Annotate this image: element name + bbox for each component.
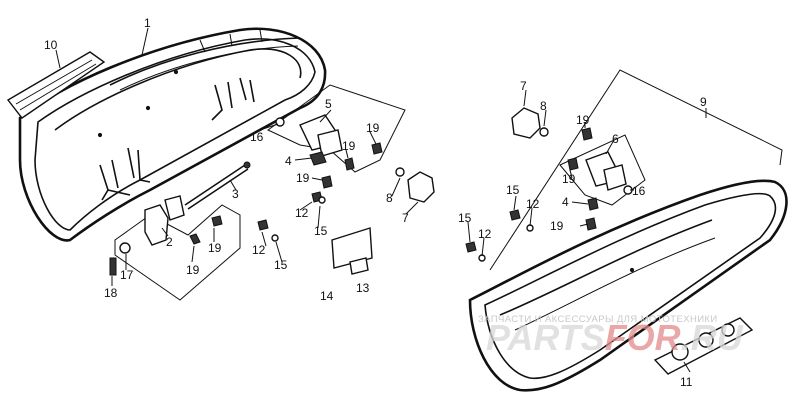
callout-4-right: 4 xyxy=(562,195,569,209)
callout-13: 13 xyxy=(356,281,370,295)
callout-19-h: 19 xyxy=(550,219,564,233)
center-hinge-outline xyxy=(267,84,406,189)
label-plate xyxy=(331,227,373,275)
callout-12-d: 12 xyxy=(478,227,492,241)
leader-lines xyxy=(55,27,707,373)
callout-15-a: 15 xyxy=(314,224,328,238)
emblem-strip-left xyxy=(6,51,106,119)
callout-16-left: 16 xyxy=(250,130,264,144)
callout-12-b: 12 xyxy=(252,243,266,257)
callout-8-left: 8 xyxy=(386,191,393,205)
callout-15-c: 15 xyxy=(506,183,520,197)
callout-14: 14 xyxy=(320,289,334,303)
trunk-lid xyxy=(18,27,327,242)
fasteners-left xyxy=(257,191,326,242)
callout-16-right: 16 xyxy=(632,184,646,198)
fasteners-right xyxy=(465,209,534,262)
trunk-body xyxy=(468,69,788,392)
callout-17: 17 xyxy=(120,268,134,282)
callout-labels: 1 10 5 16 19 19 4 19 3 12 15 2 19 19 12 … xyxy=(44,16,707,389)
callout-19-c: 19 xyxy=(296,171,310,185)
watermark-brand-c: .RU xyxy=(681,317,744,358)
callout-7-left: 7 xyxy=(402,211,409,225)
callout-1: 1 xyxy=(144,16,151,30)
callout-19-g: 19 xyxy=(562,172,576,186)
callout-7-right: 7 xyxy=(520,79,527,93)
callout-19-f: 19 xyxy=(576,113,590,127)
callout-11: 11 xyxy=(680,375,693,389)
watermark-brand-a: PARTS xyxy=(486,317,605,358)
callout-8-right: 8 xyxy=(540,99,547,113)
right-hinge-outline xyxy=(559,127,646,231)
watermark-subtitle: ЗАПЧАСТИ И АКСЕССУАРЫ ДЛЯ МОТОТЕХНИКИ xyxy=(478,314,718,325)
callout-9: 9 xyxy=(700,95,707,109)
callout-19-a: 19 xyxy=(366,121,380,135)
callout-15-d: 15 xyxy=(458,211,472,225)
callout-19-d: 19 xyxy=(208,241,222,255)
callout-10: 10 xyxy=(44,38,58,52)
knob-left xyxy=(395,167,435,203)
stay-rod xyxy=(184,161,251,210)
callout-18: 18 xyxy=(104,286,118,300)
callout-6: 6 xyxy=(612,132,619,146)
callout-19-e: 19 xyxy=(186,263,200,277)
callout-2: 2 xyxy=(166,235,173,249)
callout-5: 5 xyxy=(325,97,332,111)
callout-3: 3 xyxy=(232,187,239,201)
callout-12-c: 12 xyxy=(526,197,540,211)
watermark-brand-b: FOR xyxy=(605,317,681,358)
left-bracket-outline xyxy=(109,195,241,301)
callout-12-a: 12 xyxy=(295,206,309,220)
watermark-brand: PARTSFOR.RU xyxy=(486,317,744,358)
emblem-right xyxy=(653,317,754,375)
watermark: ЗАПЧАСТИ И АКСЕССУАРЫ ДЛЯ МОТОТЕХНИКИ PA… xyxy=(478,314,744,358)
callout-15-b: 15 xyxy=(274,258,288,272)
callout-19-b: 19 xyxy=(342,139,356,153)
knob-right xyxy=(511,107,549,139)
callout-4-left: 4 xyxy=(285,154,292,168)
